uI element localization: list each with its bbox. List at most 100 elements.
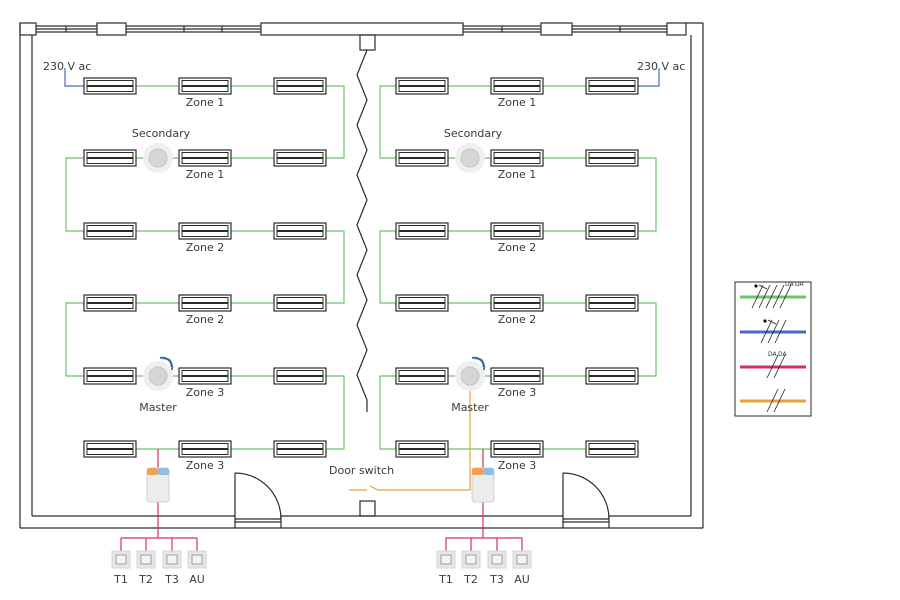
luminaire [178, 77, 232, 95]
luminaire [490, 222, 544, 240]
building-walls [19, 22, 704, 529]
bus-cable [379, 375, 396, 450]
wall-switch-t2 [136, 550, 156, 569]
legend-item-orange [740, 388, 806, 413]
luminaire [585, 294, 639, 312]
wall-segment [19, 22, 37, 36]
luminaire [395, 440, 449, 458]
zone-label: Zone 1 [186, 96, 225, 109]
luminaire [395, 77, 449, 95]
luminaire [490, 367, 544, 385]
luminaire [273, 149, 327, 167]
luminaire [490, 294, 544, 312]
legend-conductor-label: DA [778, 351, 788, 358]
switch-label: AU [514, 573, 530, 586]
partition-post-bottom [359, 500, 376, 517]
devices [83, 77, 639, 569]
luminaire [490, 77, 544, 95]
luminaire [83, 77, 137, 95]
legend-conductor-label: DA [795, 281, 805, 288]
window [36, 25, 97, 33]
zone-label: Zone 3 [498, 459, 537, 472]
luminaire [178, 149, 232, 167]
door-switch-contact [369, 485, 379, 491]
wall-segment [96, 22, 127, 36]
legend-conductor-label: DA [785, 281, 795, 288]
luminaire [273, 440, 327, 458]
wall-segment [666, 22, 687, 36]
bus-cable [379, 85, 396, 159]
luminaire [83, 440, 137, 458]
luminaire [273, 367, 327, 385]
wall-switch-t1 [436, 550, 456, 569]
zone-label: Zone 2 [498, 241, 537, 254]
luminaire [178, 222, 232, 240]
zone-label: Zone 3 [186, 386, 225, 399]
window [572, 25, 667, 33]
secondary-label: Secondary [444, 127, 503, 140]
wall-switch-t2 [461, 550, 481, 569]
bus-cable [638, 157, 657, 232]
bus-cable [65, 302, 84, 377]
movable-partition [356, 49, 368, 412]
zone-label: Zone 1 [498, 168, 537, 181]
switch-label: T1 [438, 573, 453, 586]
zone-label: Zone 3 [498, 386, 537, 399]
switch-label: T2 [138, 573, 153, 586]
master-sensor [455, 361, 485, 391]
secondary-sensor [143, 143, 173, 173]
luminaire [83, 222, 137, 240]
window [463, 25, 541, 33]
bus-cable [638, 302, 657, 377]
supply-label-left: 230 V ac [43, 60, 91, 73]
door-left [234, 472, 282, 528]
secondary-sensor [455, 143, 485, 173]
switch-label: T1 [113, 573, 128, 586]
legend-conductor-label: DA [768, 351, 778, 358]
wall-switch-t3 [162, 550, 182, 569]
luminaire [395, 149, 449, 167]
switch-label: T3 [489, 573, 504, 586]
switch-label: T3 [164, 573, 179, 586]
luminaire [83, 294, 137, 312]
wall-switch-t1 [111, 550, 131, 569]
zone-label: Zone 1 [498, 96, 537, 109]
bus-cable [65, 157, 84, 232]
luminaire [178, 440, 232, 458]
luminaire [178, 367, 232, 385]
wall-switch-au [512, 550, 532, 569]
master-sensor [143, 361, 173, 391]
luminaire [585, 77, 639, 95]
luminaire [585, 149, 639, 167]
supply-label-right: 230 V ac [637, 60, 685, 73]
wall-switch-t3 [487, 550, 507, 569]
zone-label: Zone 3 [186, 459, 225, 472]
luminaire [395, 367, 449, 385]
mains-cable [638, 68, 660, 87]
zone-label: Zone 2 [498, 313, 537, 326]
switch-label: AU [189, 573, 205, 586]
bus-cable [379, 230, 396, 304]
luminaire [178, 294, 232, 312]
luminaire [585, 367, 639, 385]
bus-cable [326, 375, 345, 450]
zone-label: Zone 2 [186, 241, 225, 254]
master-label: Master [451, 401, 489, 414]
door-right [562, 472, 610, 528]
luminaire [83, 367, 137, 385]
luminaire [395, 294, 449, 312]
luminaire [395, 222, 449, 240]
wall-segment [540, 22, 573, 36]
luminaire [490, 149, 544, 167]
bus-interface-unit [146, 467, 170, 503]
master-label: Master [139, 401, 177, 414]
wall-switch-au [187, 550, 207, 569]
legend-box [734, 281, 812, 417]
zone-label: Zone 1 [186, 168, 225, 181]
luminaire [585, 222, 639, 240]
luminaire [585, 440, 639, 458]
luminaire [273, 294, 327, 312]
bus-cable [326, 230, 345, 304]
